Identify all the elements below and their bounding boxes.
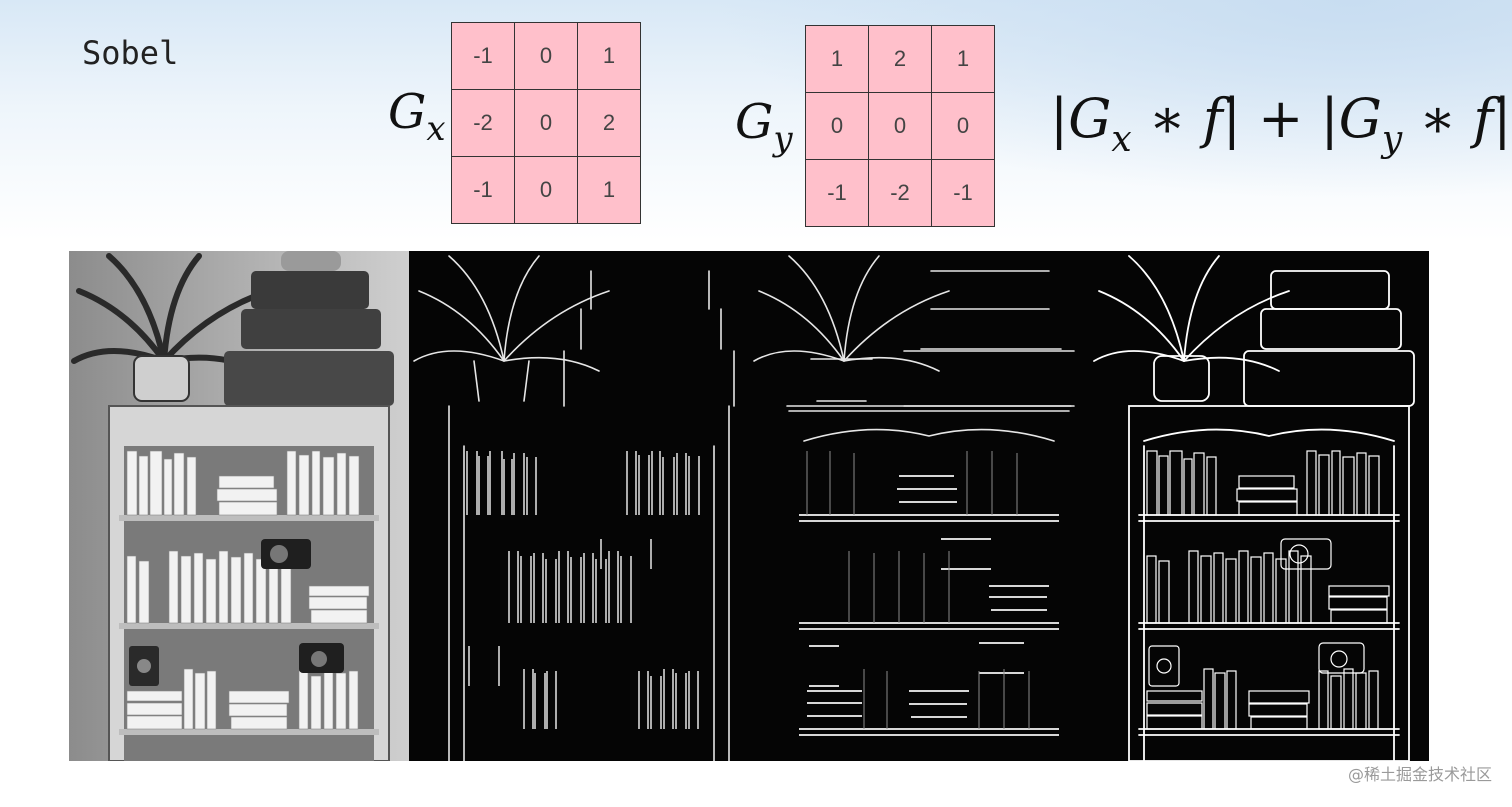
formula-bar: |: [1493, 87, 1512, 150]
formula-f: f: [1202, 87, 1223, 150]
gx-edge-image: [409, 251, 749, 761]
gy-cell: 0: [931, 92, 995, 160]
gy-kernel: 1 2 1 0 0 0 -1 -2 -1: [805, 25, 995, 227]
gx-cell: -2: [451, 89, 515, 157]
gx-cell: -1: [451, 22, 515, 90]
gx-label-g: G: [388, 84, 427, 140]
image-strip: [69, 251, 1429, 761]
bookshelf-photo-icon: [69, 251, 409, 761]
gy-cell: -1: [805, 159, 869, 227]
watermark: @稀土掘金技术社区: [1347, 765, 1492, 784]
formula-op: ∗: [1131, 87, 1203, 150]
gy-label-sub: y: [773, 119, 793, 159]
gx-cell: -1: [451, 156, 515, 224]
combined-edge-image: [1089, 251, 1429, 761]
gx-cell: 1: [577, 156, 641, 224]
gy-cell: 0: [868, 92, 932, 160]
formula-bar: |: [1320, 87, 1339, 150]
gx-label-sub: x: [426, 109, 446, 149]
formula-g: G: [1068, 87, 1112, 150]
formula-sub: y: [1381, 119, 1403, 160]
formula-op: ∗: [1402, 87, 1474, 150]
gy-cell: 2: [868, 25, 932, 93]
gx-cell: 1: [577, 22, 641, 90]
gy-cell: 0: [805, 92, 869, 160]
gx-cell: 0: [514, 156, 578, 224]
magnitude-formula: |Gx ∗ f| + |Gy ∗ f|: [1050, 92, 1511, 158]
bookshelf-edges-x-icon: [409, 251, 749, 761]
formula-g: G: [1338, 87, 1382, 150]
gx-cell: 0: [514, 22, 578, 90]
formula-bar: |: [1222, 87, 1241, 150]
formula-sub: x: [1111, 119, 1132, 160]
gy-cell: -2: [868, 159, 932, 227]
slide-title: Sobel: [82, 34, 179, 72]
gy-cell: 1: [931, 25, 995, 93]
gy-cell: 1: [805, 25, 869, 93]
gx-kernel: -1 0 1 -2 0 2 -1 0 1: [451, 22, 641, 224]
formula-f: f: [1473, 87, 1494, 150]
bookshelf-edges-y-icon: [749, 251, 1089, 761]
gy-label: Gy: [735, 98, 793, 156]
gx-cell: 2: [577, 89, 641, 157]
gy-cell: -1: [931, 159, 995, 227]
formula-bar: |: [1050, 87, 1069, 150]
gy-label-g: G: [735, 94, 774, 150]
bookshelf-edges-combined-icon: [1089, 251, 1429, 761]
formula-plus: +: [1240, 87, 1321, 150]
gy-edge-image: [749, 251, 1089, 761]
gx-cell: 0: [514, 89, 578, 157]
gx-label: Gx: [388, 88, 446, 146]
original-image: [69, 251, 409, 761]
